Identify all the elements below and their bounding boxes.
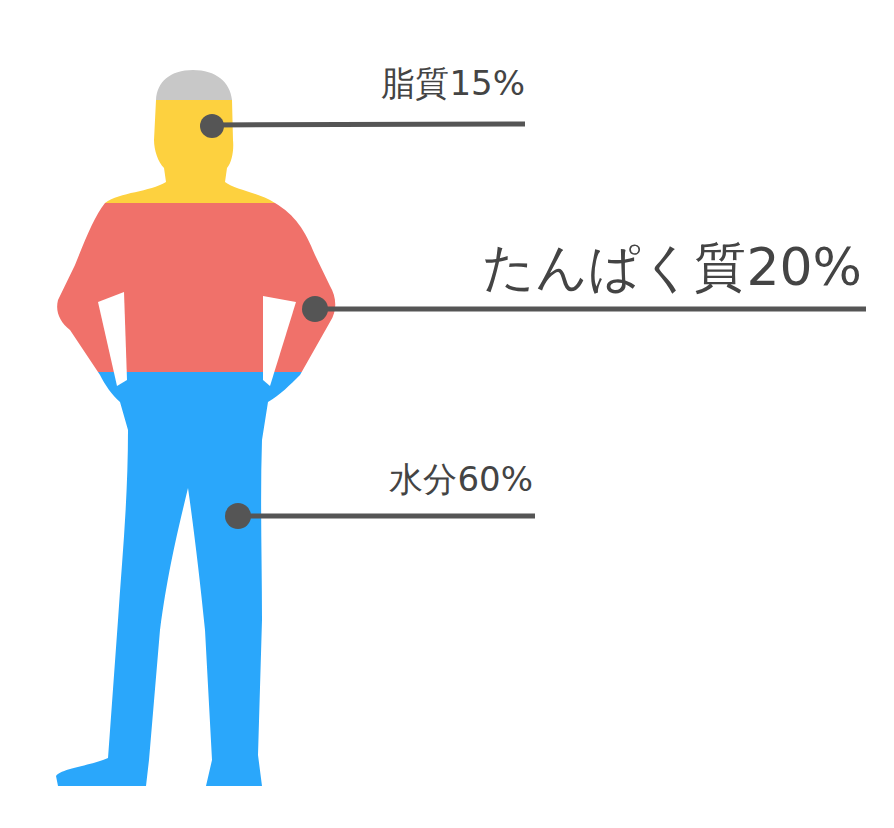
percentage-label: 脂質15% — [381, 63, 525, 104]
hair-band — [0, 0, 400, 100]
protein-band — [0, 203, 400, 372]
arm-gap — [263, 296, 296, 386]
arm-gap — [98, 292, 127, 386]
water-band — [0, 372, 400, 828]
leader-line — [212, 124, 525, 125]
fat-band — [0, 100, 400, 203]
leader-dot — [302, 296, 328, 322]
leader-dot — [225, 503, 251, 529]
percentage-label: 水分60% — [389, 459, 533, 500]
leader-line — [238, 514, 535, 519]
percentage-label: たんぱく質20% — [482, 236, 862, 298]
leader-line — [315, 307, 866, 312]
leader-dot — [200, 114, 224, 138]
